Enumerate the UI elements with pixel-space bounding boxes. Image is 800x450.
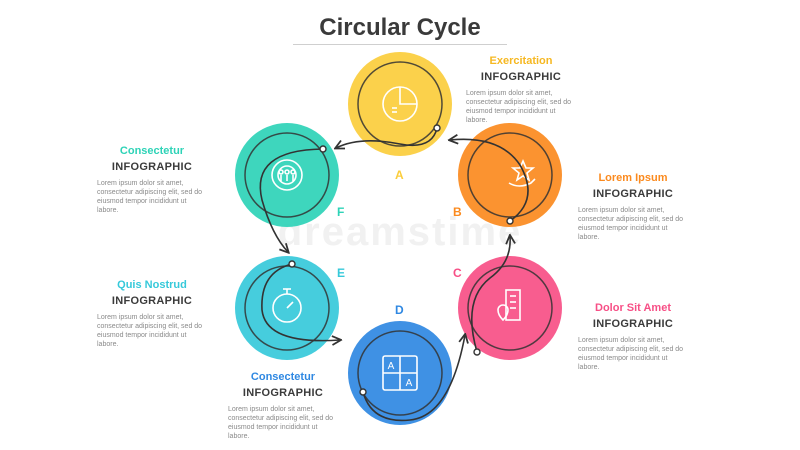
arrow-b-to-a (450, 139, 529, 222)
step-d-heading: Consectetur (250, 371, 316, 383)
step-f-body: Lorem ipsum dolor sit amet, consectetur … (97, 180, 203, 214)
step-b-body: Lorem ipsum dolor sit amet, consectetur … (578, 207, 684, 241)
step-letter-b: B (453, 205, 462, 219)
step-a-subheading: INFOGRAPHIC (480, 71, 562, 83)
step-inner-ring-d (357, 330, 443, 416)
arrow-c-to-b (471, 236, 510, 353)
step-inner-ring-b (467, 132, 553, 218)
step-f-text: Consectetur INFOGRAPHIC Lorem ipsum dolo… (97, 145, 207, 215)
step-letter-c: C (453, 266, 462, 280)
gear-people-icon (271, 159, 303, 191)
step-c-body: Lorem ipsum dolor sit amet, consectetur … (578, 337, 684, 371)
step-b-subheading: INFOGRAPHIC (592, 188, 674, 200)
puzzle-icon: A A (382, 355, 418, 391)
step-e-heading: Quis Nostrud (117, 279, 187, 291)
step-letter-f: F (337, 205, 345, 219)
star-hand-icon (508, 158, 536, 187)
step-d-subheading: INFOGRAPHIC (242, 387, 324, 399)
step-e-subheading: INFOGRAPHIC (111, 295, 193, 307)
building-location-icon (497, 289, 521, 322)
svg-text:A: A (388, 361, 395, 372)
step-d-body: Lorem ipsum dolor sit amet, consectetur … (228, 406, 334, 440)
svg-text:A: A (406, 378, 413, 389)
footer-strip (0, 448, 800, 450)
step-circle-b (458, 123, 562, 227)
step-letter-e: E (337, 266, 346, 280)
step-letter-d: D (395, 303, 404, 317)
page-title: Circular Cycle (319, 14, 481, 41)
step-a-body: Lorem ipsum dolor sit amet, consectetur … (466, 90, 572, 124)
step-d-text: Consectetur INFOGRAPHIC Lorem ipsum dolo… (228, 371, 338, 441)
stopwatch-icon (272, 288, 302, 323)
arrow-a-to-f (336, 127, 438, 148)
step-b-text: Lorem Ipsum INFOGRAPHIC Lorem ipsum dolo… (578, 172, 688, 242)
arrow-e-to-d (261, 263, 340, 341)
title-underline (293, 44, 507, 45)
step-letter-a: A (395, 168, 404, 182)
step-e-body: Lorem ipsum dolor sit amet, consectetur … (97, 314, 203, 348)
pie-chart-icon (382, 86, 418, 122)
step-e-text: Quis Nostrud INFOGRAPHIC Lorem ipsum dol… (97, 279, 207, 349)
step-c-subheading: INFOGRAPHIC (592, 318, 674, 330)
step-a-heading: Exercitation (489, 55, 553, 67)
step-inner-ring-f (244, 132, 330, 218)
step-b-heading: Lorem Ipsum (598, 172, 668, 184)
step-inner-ring-c (467, 265, 553, 351)
step-c-text: Dolor Sit Amet INFOGRAPHIC Lorem ipsum d… (578, 302, 688, 372)
arrow-f-to-e (259, 148, 324, 252)
step-inner-ring-a (357, 61, 443, 147)
step-f-heading: Consectetur (119, 145, 185, 157)
arrow-d-to-c (362, 335, 465, 422)
step-f-subheading: INFOGRAPHIC (111, 161, 193, 173)
step-a-text: Exercitation INFOGRAPHIC Lorem ipsum dol… (466, 55, 576, 125)
step-c-heading: Dolor Sit Amet (595, 302, 671, 314)
